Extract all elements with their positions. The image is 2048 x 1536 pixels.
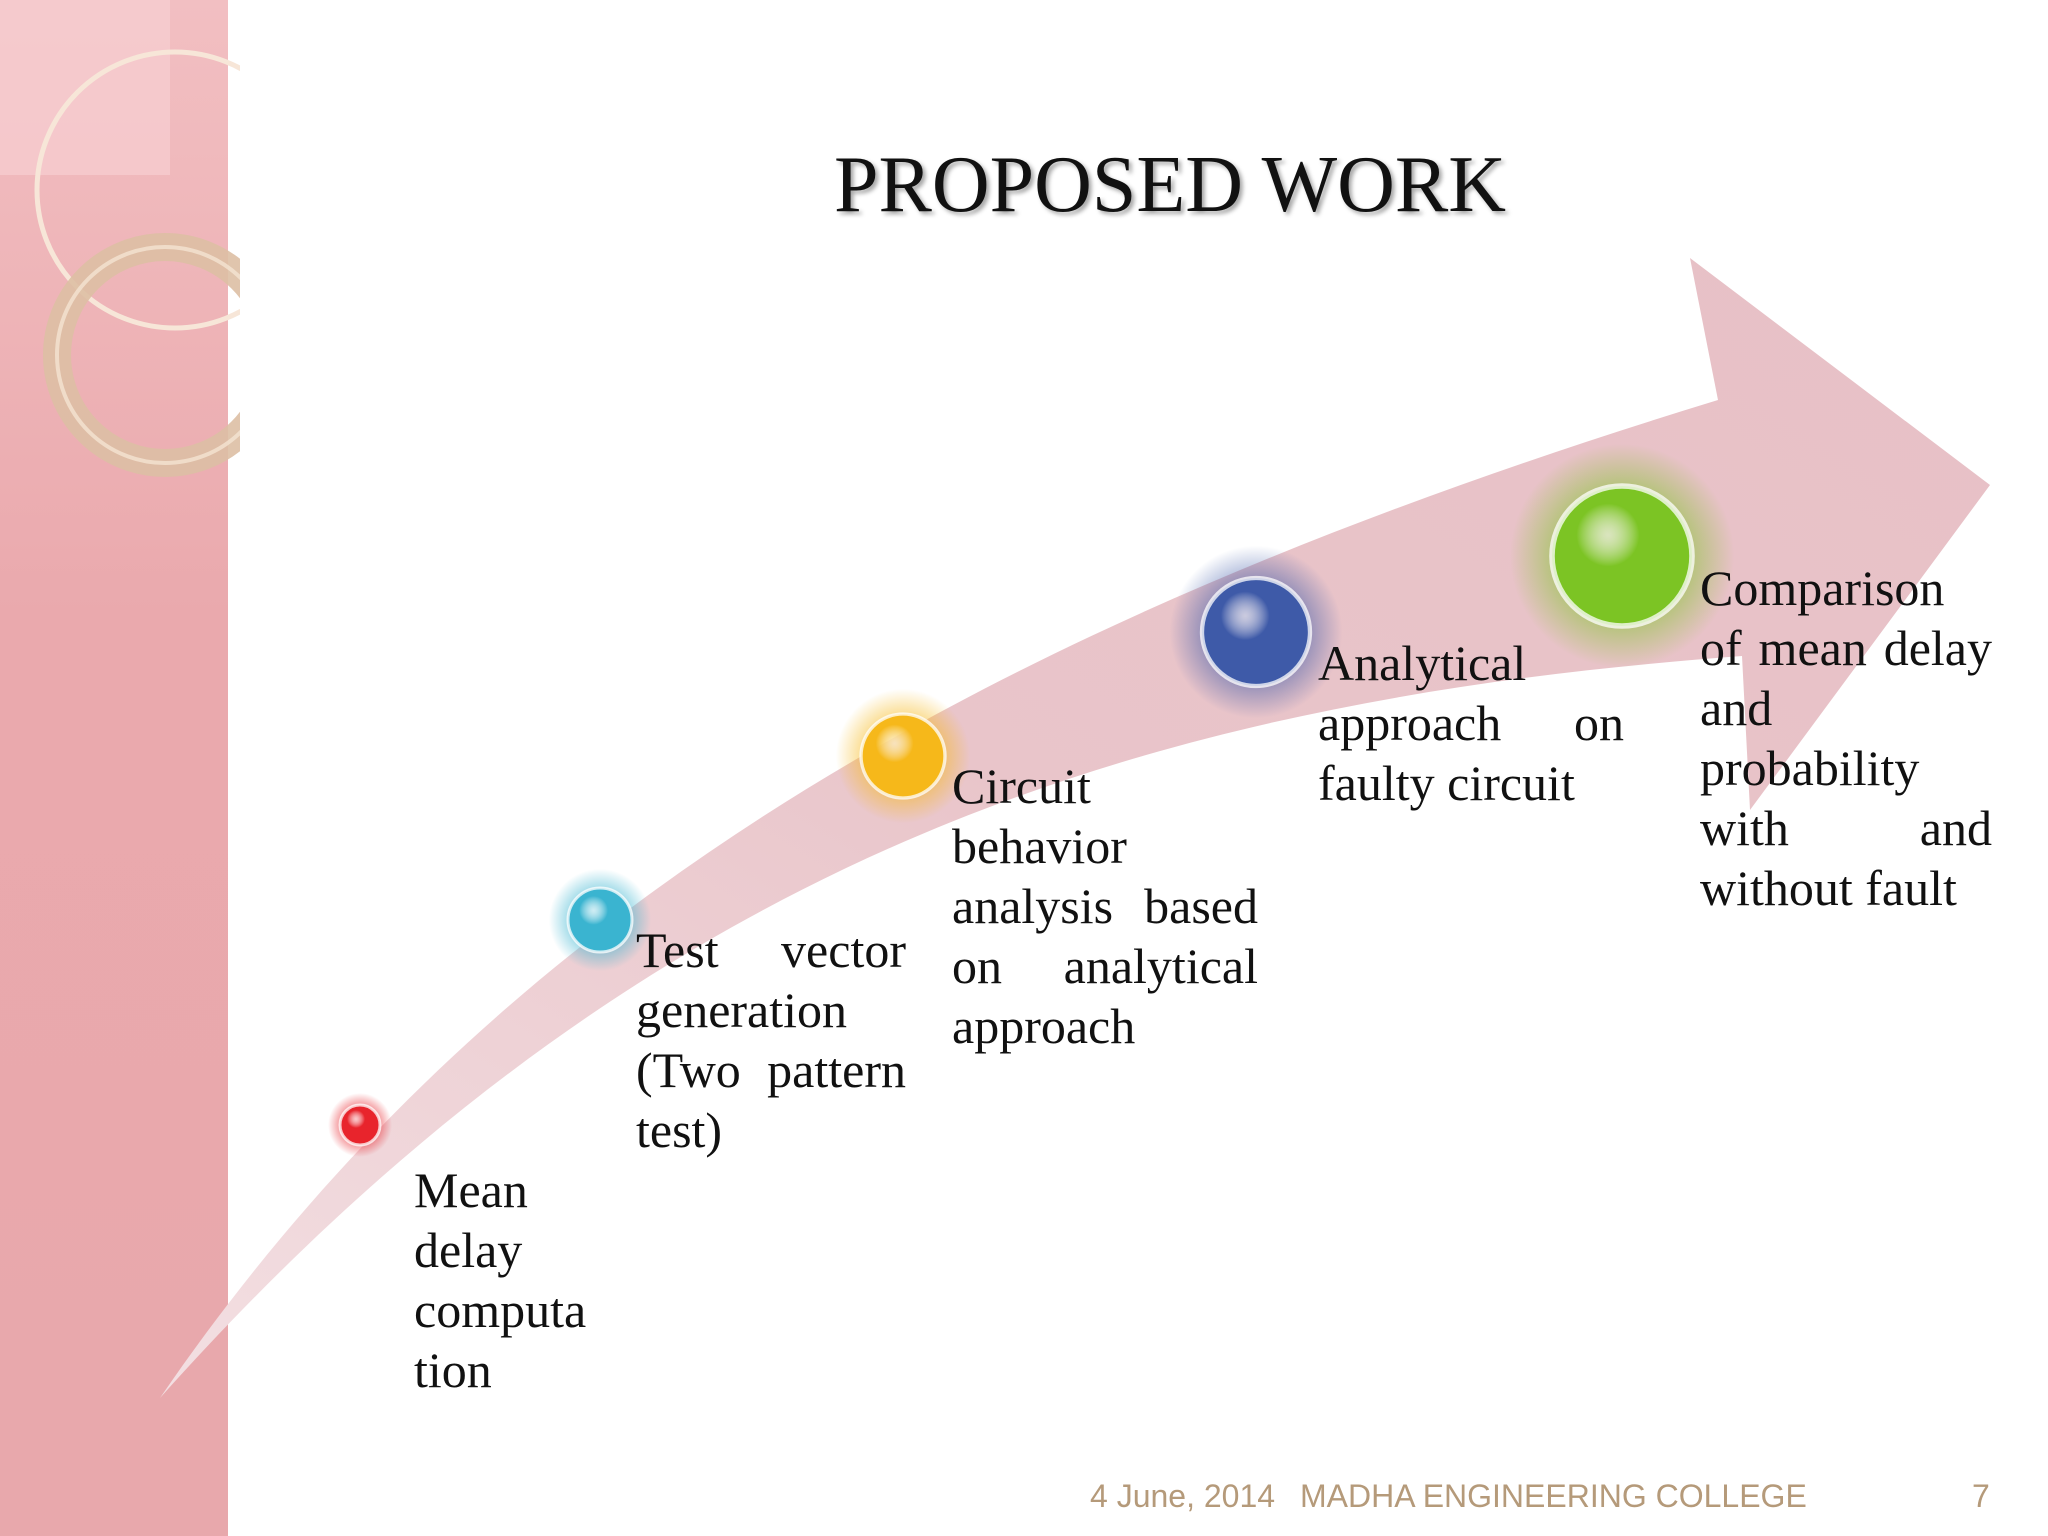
- step-text-analytical-approach: Analytical approach on faulty circuit: [1318, 635, 1624, 811]
- footer-college: MADHA ENGINEERING COLLEGE: [1300, 1478, 1807, 1514]
- step-marker-red: [328, 1093, 392, 1157]
- footer-date: 4 June, 2014: [1090, 1478, 1276, 1514]
- step-text-test-vector: Test vector generation (Two pattern test…: [636, 922, 906, 1158]
- step-marker-green: [1510, 444, 1734, 668]
- step-text-comparison: Comparison of mean delay and probability…: [1700, 560, 1992, 916]
- step-marker-yellow: [835, 688, 971, 824]
- step-marker-blue: [1169, 545, 1343, 719]
- step-text-circuit-behavior: Circuit behavior analysis based on analy…: [952, 758, 1258, 1054]
- step-marker-cyan: [548, 868, 652, 972]
- decorative-rings: [0, 0, 240, 477]
- footer-page-number: 7: [1972, 1478, 1990, 1514]
- slide-title: PROPOSED WORK: [834, 141, 1506, 229]
- step-text-mean-delay: Mean delay computa tion: [414, 1162, 587, 1398]
